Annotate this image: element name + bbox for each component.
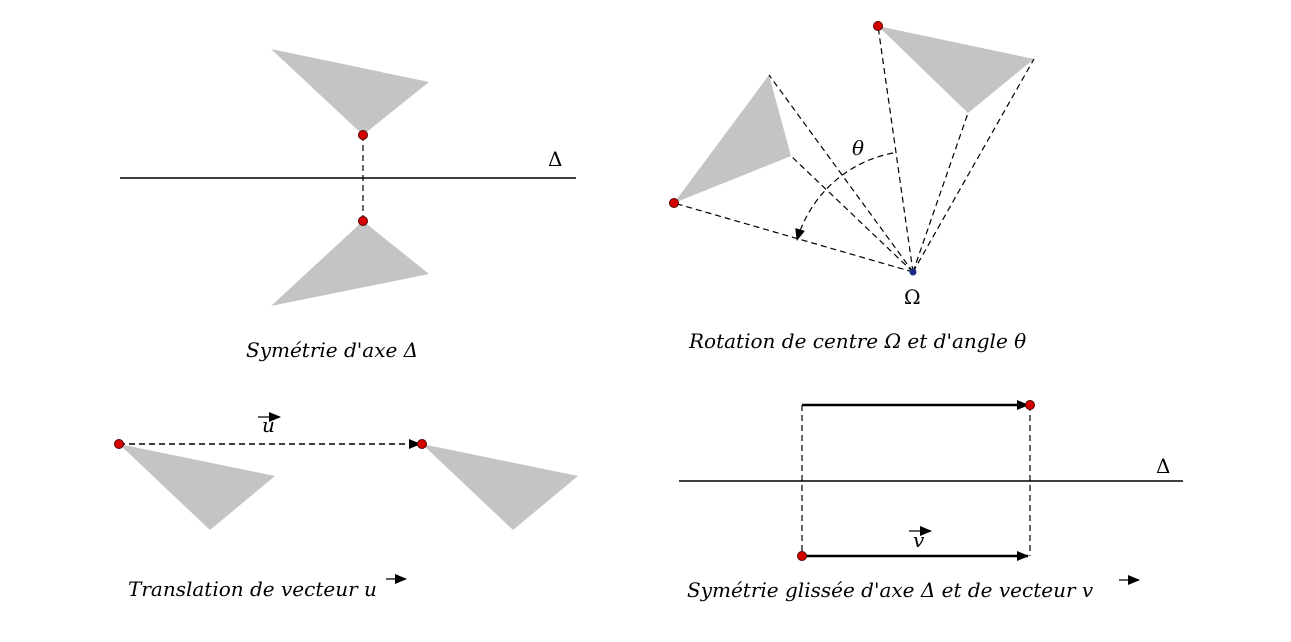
rotation-angle-arc	[795, 152, 894, 241]
glide-axis-label: Δ	[1156, 454, 1170, 478]
rotation-original-point	[873, 21, 883, 31]
symmetry-axis-label: Δ	[548, 147, 562, 171]
translation-image-triangle	[422, 444, 578, 530]
translation-panel: u Translation de vecteur u	[114, 412, 578, 601]
translation-image-point	[417, 439, 427, 449]
rotation-caption: Rotation de centre Ω et d'angle θ	[688, 329, 1026, 353]
rotation-ray	[912, 112, 969, 273]
symmetry-image-triangle	[271, 221, 429, 306]
translation-original-triangle	[119, 444, 275, 530]
symmetry-original-point	[358, 130, 368, 140]
rotation-center-point	[909, 268, 917, 276]
rotation-ray	[877, 25, 914, 273]
rotation-panel: θ Ω Rotation de centre Ω et d'angle θ	[669, 21, 1035, 353]
rotation-image-triangle	[674, 75, 791, 203]
symmetry-panel: Δ Symétrie d'axe Δ	[120, 49, 576, 362]
symmetry-caption: Symétrie d'axe Δ	[246, 338, 418, 362]
symmetry-image-point	[358, 216, 368, 226]
translation-original-point	[114, 439, 124, 449]
rotation-ray	[673, 202, 914, 273]
rotation-center-label: Ω	[904, 285, 921, 309]
glide-panel: Δ v Symétrie glissée d'axe Δ et de vecte…	[679, 400, 1183, 602]
rotation-ray	[790, 155, 914, 273]
translation-caption: Translation de vecteur u	[128, 577, 377, 601]
rotation-angle-label: θ	[852, 136, 864, 160]
symmetry-original-triangle	[271, 49, 429, 135]
glide-image-point	[1025, 400, 1035, 410]
glide-caption: Symétrie glissée d'axe Δ et de vecteur v	[687, 578, 1094, 602]
rotation-ray	[768, 74, 914, 273]
rotation-original-triangle	[878, 26, 1034, 113]
rotation-image-point	[669, 198, 679, 208]
rotation-ray	[912, 58, 1035, 273]
glide-original-point	[797, 551, 807, 561]
